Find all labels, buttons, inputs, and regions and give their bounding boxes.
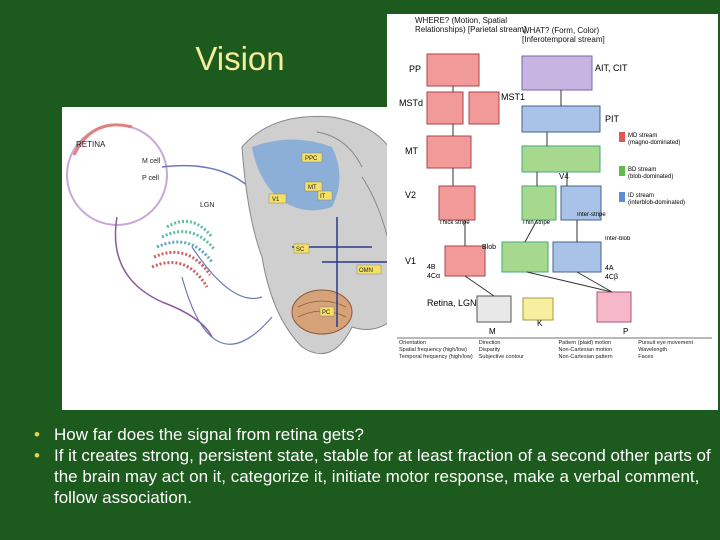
retina-lgn-label: Retina, LGN xyxy=(427,298,477,308)
legend-feature: Non-Cartesian pattern xyxy=(558,354,613,360)
layer-4ca-label: 4Cα xyxy=(427,273,440,280)
legend-feature: Faces xyxy=(638,354,654,360)
mt-label: MT xyxy=(308,185,317,191)
lgn-label: LGN xyxy=(200,202,214,209)
mt-box xyxy=(426,135,472,169)
layer-4b-label: 4B xyxy=(427,264,436,271)
k-label: K xyxy=(537,319,543,328)
legend-bd-name: BD stream xyxy=(628,167,656,173)
area-pit-label: PIT xyxy=(605,114,620,124)
bullet-text: How far does the signal from retina gets… xyxy=(54,425,364,444)
area-ait-label: AIT, CIT xyxy=(595,63,628,73)
legend-bd-sub: (blob-dominated) xyxy=(628,174,673,180)
thin-stripe-label: Thin stripe xyxy=(522,220,551,226)
blob-box xyxy=(501,241,549,273)
bullet-text: If it creates strong, persistent state, … xyxy=(54,446,711,507)
p-label: P xyxy=(623,327,628,336)
area-v1-label: V1 xyxy=(405,256,416,266)
p-box xyxy=(596,291,632,323)
legend-md-sub: (magno-dominated) xyxy=(628,140,680,146)
area-mt-label: MT xyxy=(405,146,418,156)
ait-box xyxy=(521,55,593,91)
blob-label: Blob xyxy=(482,244,496,251)
interblob-label: Inter-blob xyxy=(605,236,631,242)
sc-label: SC xyxy=(296,247,305,253)
bullet-item: • How far does the signal from retina ge… xyxy=(32,424,712,445)
lgn-structure xyxy=(151,219,216,288)
m-cell-label: M cell xyxy=(142,158,161,165)
interblob-box xyxy=(552,241,602,273)
pathway-diagram: WHERE? (Motion, Spatial Relationships) [… xyxy=(397,16,714,360)
pc-label: PC xyxy=(322,310,331,316)
slide-title: Vision xyxy=(195,40,285,77)
thin-stripe-box xyxy=(521,185,557,221)
v1-label: V1 xyxy=(272,197,280,203)
m-box xyxy=(476,295,512,323)
stream-legend: MD stream (magno-dominated) BD stream (b… xyxy=(619,132,685,206)
legend-id-sub: (interblob-dominated) xyxy=(628,200,685,206)
bullet-list: • How far does the signal from retina ge… xyxy=(32,424,712,508)
legend-feature: Subjective contour xyxy=(478,354,524,360)
legend-feature: Non-Cartesian motion xyxy=(558,347,613,353)
v1-4b-box xyxy=(444,245,486,277)
layer-4cb-label: 4Cβ xyxy=(605,274,618,281)
thick-stripe-box xyxy=(438,185,476,221)
area-v2-label: V2 xyxy=(405,190,416,200)
legend-id-name: ID stream xyxy=(628,193,654,199)
legend-feature: Wavelength xyxy=(638,347,668,353)
legend-feature: Direction xyxy=(478,340,501,346)
bullet-item: • If it creates strong, persistent state… xyxy=(32,445,712,508)
interstripe-box xyxy=(560,185,602,221)
brain-anatomy-diagram: RETINA M cell P cell LGN xyxy=(66,115,404,368)
pit-box xyxy=(521,105,601,133)
v4-box-green xyxy=(521,145,601,173)
where-header: WHERE? (Motion, Spatial Relationships) [… xyxy=(415,16,527,34)
legend-md-name: MD stream xyxy=(628,133,657,139)
area-v4-label: V4 xyxy=(559,172,569,181)
area-pp-label: PP xyxy=(409,64,421,74)
legend-feature: Temporal frequency (high/low) xyxy=(399,354,473,360)
ppc-label: PPC xyxy=(305,156,318,162)
thick-stripe-label: Thick stripe xyxy=(439,220,470,226)
bullet-marker-icon: • xyxy=(34,446,40,465)
area-mstd-label: MSTd xyxy=(399,98,423,108)
feature-legend: Orientation Direction Pattern (plaid) mo… xyxy=(399,340,714,360)
omn-label: OMN xyxy=(359,268,373,274)
retina-label: RETINA xyxy=(76,140,106,149)
legend-feature: Spatial frequency (high/low) xyxy=(399,347,467,353)
p-cell-label: P cell xyxy=(142,175,159,182)
it-label: IT xyxy=(320,194,326,200)
layer-4a-label: 4A xyxy=(605,265,614,272)
mstd-box xyxy=(426,91,464,125)
what-header: WHAT? (Form, Color) [Inferotemporal stre… xyxy=(522,26,605,44)
area-mst1-label: MST1 xyxy=(501,92,525,102)
mst1-box xyxy=(468,91,500,125)
legend-feature: Disparity xyxy=(478,347,501,353)
interstripe-label: Inter-stripe xyxy=(577,212,606,218)
k-box xyxy=(522,297,554,321)
pp-box xyxy=(426,53,480,87)
legend-feature: Pattern (plaid) motion xyxy=(558,340,612,346)
m-label: M xyxy=(489,327,496,336)
visual-pathway-chart: WHERE? (Motion, Spatial Relationships) [… xyxy=(387,14,718,410)
legend-feature: Pursuit eye movement xyxy=(638,340,693,346)
brain-anatomy-figure: RETINA M cell P cell LGN xyxy=(62,107,404,410)
legend-feature: Orientation xyxy=(399,340,426,346)
bullet-marker-icon: • xyxy=(34,425,40,444)
